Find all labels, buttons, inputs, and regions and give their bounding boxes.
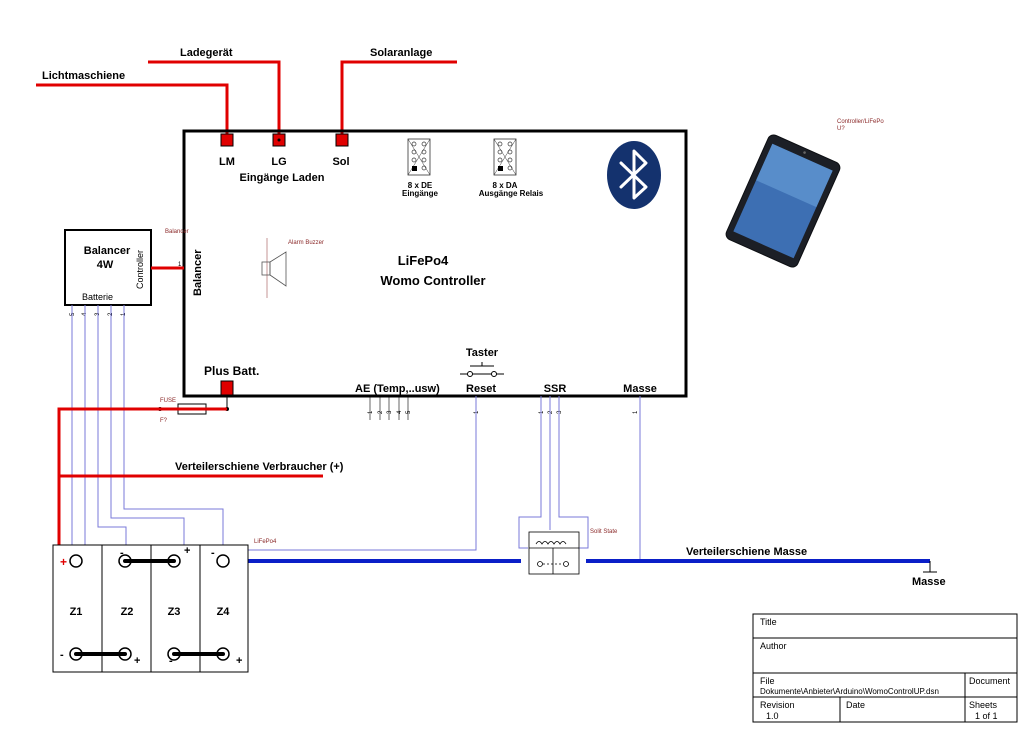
label-masse-port: Masse — [623, 383, 657, 395]
tb-document: Document — [969, 676, 1011, 686]
balancer-title: Balancer — [84, 245, 131, 257]
charging-input-wires — [36, 60, 457, 134]
tb-file: File — [760, 676, 775, 686]
z3-minus: - — [169, 655, 173, 667]
label-plus-batt: Plus Batt. — [204, 364, 259, 378]
balancer-link-pin: 1 — [178, 262, 182, 268]
z4-minus: - — [211, 547, 215, 559]
ground-symbol — [923, 561, 937, 573]
wire-solaranlage — [340, 60, 457, 134]
bluetooth-icon — [607, 141, 661, 209]
ae-pins — [369, 396, 409, 420]
label-masse: Masse — [912, 576, 946, 588]
ae-pin-4: 4 — [397, 410, 403, 414]
solid-state-relay[interactable] — [528, 531, 580, 575]
label-solid-state: Solit State — [590, 529, 618, 535]
ae-pin-2: 2 — [378, 410, 384, 414]
label-lm: LM — [219, 156, 235, 168]
z1-minus: - — [60, 649, 64, 661]
label-taster: Taster — [466, 347, 499, 359]
label-de-count: 8 x DE — [408, 181, 433, 190]
taster-button[interactable] — [460, 362, 504, 377]
controller-box[interactable] — [182, 129, 688, 398]
pin-lm[interactable] — [220, 133, 234, 147]
cell-z2: Z2 — [121, 606, 134, 618]
reset-pin-1: 1 — [474, 410, 480, 414]
ssr-pin-2: 2 — [548, 410, 554, 414]
pin-plus-batt[interactable] — [220, 380, 234, 396]
label-ae: AE (Temp,..usw) — [355, 383, 440, 395]
title-block — [752, 613, 1018, 723]
balancer-controller-label: Controller — [135, 250, 145, 289]
de-header-connector[interactable] — [407, 138, 431, 176]
ae-pin-3: 3 — [387, 410, 393, 414]
tb-author: Author — [760, 641, 787, 651]
pin-sol[interactable] — [335, 133, 349, 147]
da-header-connector[interactable] — [493, 138, 517, 176]
label-ladegeraet: Ladegerät — [180, 47, 233, 59]
control-signal-wires — [235, 396, 641, 562]
label-lg: LG — [271, 156, 286, 168]
label-tablet-ref1: Controller/LiFePo — [837, 119, 884, 125]
tb-sheets: Sheets — [969, 700, 998, 710]
alarm-buzzer-icon — [261, 238, 287, 298]
balancer-subtitle: 4W — [97, 259, 114, 271]
tablet-icon — [725, 134, 841, 268]
label-tablet-ref2: U? — [837, 126, 845, 132]
z4-plus: + — [236, 655, 242, 667]
label-lichtmaschiene: Lichtmaschiene — [42, 70, 125, 82]
cell-z1: Z1 — [70, 606, 83, 618]
positive-distribution-wires — [57, 407, 323, 553]
label-reset: Reset — [466, 383, 496, 395]
label-verteilerschiene-masse: Verteilerschiene Masse — [686, 546, 807, 558]
z2-minus: - — [120, 547, 124, 559]
label-de-inputs: Eingänge — [402, 189, 439, 198]
z2-plus: + — [134, 655, 140, 667]
ssr-pin-3: 3 — [557, 410, 563, 414]
label-fuse-ref: FUSE — [160, 398, 176, 404]
tb-date: Date — [846, 700, 865, 710]
label-solaranlage: Solaranlage — [370, 47, 432, 59]
tb-revision: Revision — [760, 700, 795, 710]
controller-title-line1: LiFePo4 — [398, 253, 449, 268]
label-da-outputs: Ausgänge Relais — [479, 189, 544, 198]
ssr-pin-1: 1 — [539, 410, 545, 414]
balancer-battery-label: Batterie — [82, 292, 113, 302]
masse-pin-1: 1 — [633, 410, 639, 414]
balancer-pin-5: 5 — [70, 312, 76, 316]
wire-lichtmaschiene — [36, 83, 229, 134]
label-inputs-caption: Eingänge Laden — [240, 172, 325, 184]
label-balancer-side: Balancer — [192, 249, 204, 296]
tb-sheets-value: 1 of 1 — [975, 711, 998, 721]
cell-z3: Z3 — [168, 606, 181, 618]
label-ssr: SSR — [544, 383, 567, 395]
tb-revision-value: 1.0 — [766, 711, 779, 721]
z3-plus: + — [184, 545, 190, 557]
tb-title: Title — [760, 617, 777, 627]
tb-file-path: Dokumente\Anbieter\Arduino\WomoControlUP… — [760, 687, 939, 696]
label-fuse-id: F? — [160, 418, 168, 424]
pin-lg-dot — [277, 138, 281, 142]
battery-pack[interactable] — [52, 544, 249, 673]
label-sol: Sol — [332, 156, 349, 168]
ae-pin-5: 5 — [406, 410, 412, 414]
controller-title-line2: Womo Controller — [380, 273, 485, 288]
label-alarm-buzzer: Alarm Buzzer — [288, 240, 324, 246]
battery-links — [74, 559, 225, 656]
label-da-count: 8 x DA — [493, 181, 518, 190]
label-balancer-ref: Balancer — [165, 229, 189, 235]
cell-z4: Z4 — [217, 606, 231, 618]
label-verteilerschiene-verbraucher: Verteilerschiene Verbraucher (+) — [175, 461, 344, 473]
wire-ladegeraet — [148, 60, 281, 134]
label-battery-ref: LiFePo4 — [254, 539, 277, 545]
battery-plus-main: + — [60, 555, 67, 569]
ae-pin-1: 1 — [368, 410, 374, 414]
